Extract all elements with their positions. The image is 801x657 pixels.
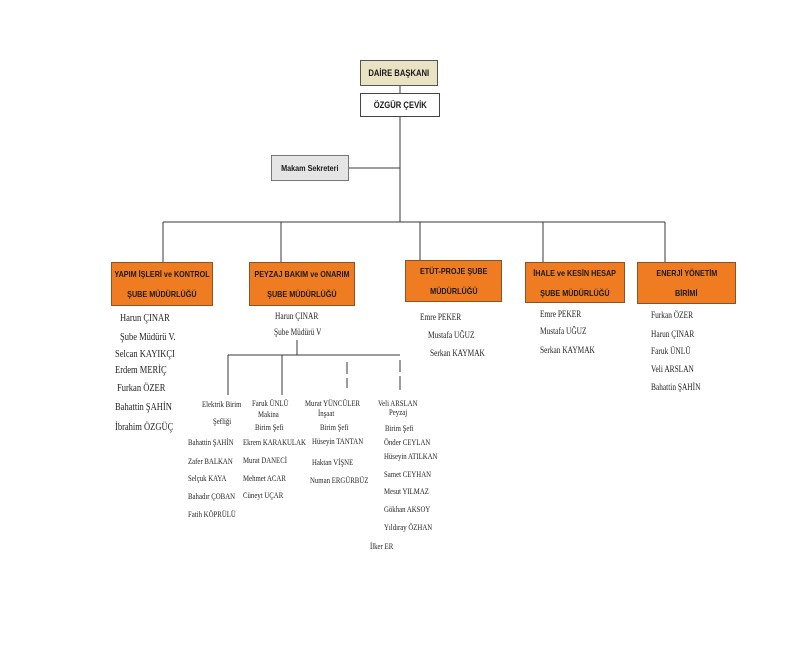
staff-name: Serkan KAYMAK xyxy=(430,348,485,358)
staff-name: Hüseyin TANTAN xyxy=(312,436,364,446)
section-label: Birim Şefi xyxy=(320,422,349,432)
section-label: İnşaat xyxy=(318,408,335,418)
head-name-box: ÖZGÜR ÇEVİK xyxy=(360,93,440,117)
staff-name: Mustafa UĞUZ xyxy=(428,330,475,340)
secretary-box: Makam Sekreteri xyxy=(271,155,349,181)
section-label: Makina xyxy=(258,409,279,419)
staff-name: Yıldıray ÖZHAN xyxy=(384,522,433,532)
unit-box-yapim: YAPIM İŞLERİ ve KONTROL ŞUBE MÜDÜRLÜĞÜ xyxy=(111,262,213,306)
unit-box-ihale: İHALE ve KESİN HESAP ŞUBE MÜDÜRLÜĞÜ xyxy=(525,262,625,303)
staff-name: Bahattin ŞAHİN xyxy=(188,437,234,447)
staff-name: İbrahim ÖZGÜÇ xyxy=(115,422,174,433)
unit-title-line: ŞUBE MÜDÜRLÜĞÜ xyxy=(540,287,610,298)
unit-title-line: MÜDÜRLÜĞÜ xyxy=(429,286,478,296)
section-label: Veli ARSLAN xyxy=(378,398,418,408)
staff-name: Selçuk KAYA xyxy=(188,473,227,483)
staff-name: Erdem MERİÇ xyxy=(115,365,167,376)
staff-name: Bahadır ÇOBAN xyxy=(188,491,236,501)
section-label: Murat YÜNCÜLER xyxy=(305,398,361,408)
staff-name: Faruk ÜNLÜ xyxy=(651,346,691,356)
unit-title-line: ŞUBE MÜDÜRLÜĞÜ xyxy=(127,289,197,299)
staff-name: Zafer BALKAN xyxy=(188,456,233,466)
unit-title-line: ETÜT-PROJE ŞUBE xyxy=(419,266,488,276)
staff-name: Samet CEYHAN xyxy=(384,469,432,479)
secretary-label: Makam Sekreteri xyxy=(281,163,339,173)
head-name: ÖZGÜR ÇEVİK xyxy=(373,100,427,110)
staff-name: Cüneyt UÇAR xyxy=(243,490,284,500)
unit-title-line: PEYZAJ BAKIM ve ONARIM xyxy=(254,269,350,279)
staff-name: Numan ERGÜRBÜZ xyxy=(310,475,369,485)
staff-name: Emre PEKER xyxy=(420,312,462,322)
staff-name: Harun ÇINAR xyxy=(120,313,170,324)
staff-name: Selcan KAYIKÇI xyxy=(115,349,175,360)
staff-name: Mehmet ACAR xyxy=(243,473,286,483)
section-label: Birim Şefi xyxy=(255,422,284,432)
staff-name: Hüseyin ATILKAN xyxy=(384,451,438,461)
section-label: Elektrik Birim xyxy=(202,399,242,409)
head-title-box: DAİRE BAŞKANI xyxy=(360,60,438,86)
staff-role: Şube Müdürü V. xyxy=(120,332,176,343)
staff-name: Furkan ÖZER xyxy=(117,383,166,394)
staff-role: Şube Müdürü V xyxy=(274,327,322,337)
staff-name: Serkan KAYMAK xyxy=(540,345,595,355)
unit-box-peyzaj: PEYZAJ BAKIM ve ONARIM ŞUBE MÜDÜRLÜĞÜ xyxy=(249,262,355,306)
section-label: Şefliği xyxy=(213,416,232,426)
unit-title-line: YAPIM İŞLERİ ve KONTROL xyxy=(114,269,210,279)
unit-title-line: ENERJİ YÖNETİM xyxy=(656,268,717,278)
staff-name: Fatih KÖPRÜLÜ xyxy=(188,509,236,519)
section-label: Faruk ÜNLÜ xyxy=(252,398,289,408)
staff-name: Murat DANECİ xyxy=(243,455,288,465)
staff-name: Bahattin ŞAHİN xyxy=(115,402,172,413)
staff-name: Bahattin ŞAHİN xyxy=(651,382,701,392)
staff-name: Haktan VİŞNE xyxy=(312,457,354,467)
head-title: DAİRE BAŞKANI xyxy=(368,68,430,78)
unit-box-enerji: ENERJİ YÖNETİM BİRİMİ xyxy=(637,262,736,304)
unit-box-etut-proje: ETÜT-PROJE ŞUBE MÜDÜRLÜĞÜ xyxy=(405,260,502,302)
staff-name: Önder CEYLAN xyxy=(384,437,431,447)
staff-name: Veli ARSLAN xyxy=(651,364,694,374)
staff-name: Harun ÇINAR xyxy=(651,329,695,339)
section-label: Peyzaj xyxy=(389,407,408,417)
staff-name: Harun ÇINAR xyxy=(275,311,319,321)
staff-name: Furkan ÖZER xyxy=(651,310,694,320)
unit-title-line: ŞUBE MÜDÜRLÜĞÜ xyxy=(267,289,337,299)
staff-name: İlker ER xyxy=(370,541,394,551)
unit-title-line: İHALE ve KESİN HESAP xyxy=(533,267,617,278)
staff-name: Emre PEKER xyxy=(540,309,582,319)
unit-title-line: BİRİMİ xyxy=(675,288,698,298)
section-label: Birim Şefi xyxy=(385,423,414,433)
staff-name: Gökhan AKSOY xyxy=(384,504,431,514)
staff-name: Mustafa UĞUZ xyxy=(540,326,587,336)
staff-name: Ekrem KARAKULAK xyxy=(243,437,306,447)
staff-name: Mesut YILMAZ xyxy=(384,486,429,496)
